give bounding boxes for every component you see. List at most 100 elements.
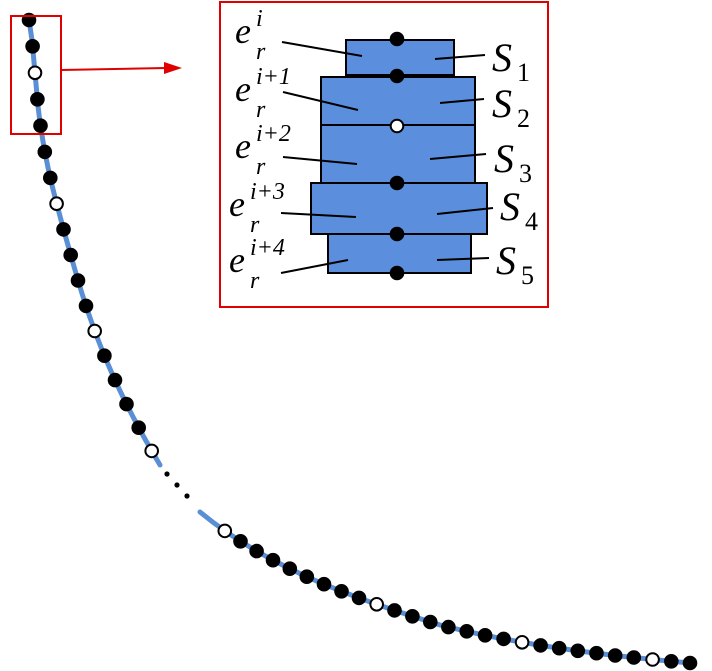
inset-node-filled	[389, 31, 405, 47]
edge-leader-5	[280, 259, 349, 274]
node-filled	[682, 655, 698, 671]
node-open	[369, 597, 385, 612]
segment-leader-2	[439, 98, 485, 104]
segment-label-sub: 1	[517, 58, 530, 87]
node-open	[144, 443, 159, 459]
edge-leader-1	[281, 41, 363, 57]
inset-node-filled	[389, 175, 405, 191]
callout-arrow-shaft	[60, 67, 167, 71]
curve-lower	[197, 509, 693, 666]
segment-label-sub: 4	[525, 207, 538, 236]
segment-label-sub: 2	[517, 104, 530, 133]
node-filled	[496, 631, 511, 647]
node-filled	[423, 614, 438, 630]
node-filled	[233, 534, 248, 549]
node-open	[514, 635, 530, 650]
segment-label-sub: 3	[519, 159, 532, 188]
node-filled	[37, 144, 53, 160]
node-filled	[387, 603, 402, 618]
node-open	[645, 652, 660, 667]
segment-leader-3	[429, 153, 487, 160]
node-filled	[570, 643, 586, 659]
edge-label-base: e	[229, 240, 245, 280]
node-open	[217, 523, 233, 539]
node-filled	[664, 654, 679, 669]
inset-node-open	[389, 118, 405, 134]
edge-leader-2	[282, 91, 359, 111]
segment-label-base: S	[500, 184, 520, 229]
node-filled	[43, 170, 58, 186]
node-filled	[131, 420, 146, 436]
edge-label-sup: i+1	[256, 64, 291, 90]
node-filled	[316, 576, 332, 592]
node-filled	[334, 584, 349, 599]
edge-label-sup: i+4	[250, 235, 285, 261]
edge-label-sub: r	[256, 39, 266, 65]
segment-leader-5	[436, 257, 490, 261]
segment-label-base: S	[492, 81, 512, 126]
node-filled	[97, 348, 112, 364]
node-filled	[265, 552, 281, 568]
segment-leader-4	[436, 207, 494, 215]
edge-label-sub: r	[250, 268, 260, 294]
node-filled	[626, 650, 642, 665]
node-filled	[351, 590, 367, 606]
node-filled	[33, 118, 48, 133]
node-filled	[249, 543, 264, 559]
edge-label-sub: r	[256, 154, 266, 180]
node-filled	[607, 648, 623, 663]
node-filled	[119, 396, 134, 412]
edge-label-sub: r	[256, 97, 266, 123]
node-filled	[63, 247, 78, 263]
node-filled	[551, 640, 567, 656]
edge-label-base: e	[229, 184, 245, 224]
callout-arrow-head	[164, 62, 182, 74]
ellipsis-dot	[184, 493, 190, 499]
node-filled	[56, 222, 71, 237]
node-open	[49, 196, 64, 211]
node-filled	[477, 628, 493, 643]
edge-label-sup: i	[256, 6, 263, 32]
edge-label-sup: i+2	[256, 121, 291, 147]
edge-leader-4	[280, 212, 357, 218]
node-filled	[282, 561, 298, 577]
edge-leader-3	[282, 156, 358, 165]
node-filled	[107, 372, 123, 388]
ellipsis-dot	[164, 471, 170, 477]
edge-label-base: e	[235, 69, 251, 109]
node-filled	[459, 624, 475, 639]
node-filled	[25, 39, 40, 54]
segment-3	[320, 124, 476, 184]
segment-label-base: S	[492, 35, 512, 80]
edge-label-base: e	[235, 126, 251, 166]
segment-4	[310, 182, 488, 235]
inset-node-filled	[389, 265, 405, 281]
node-filled	[299, 569, 315, 585]
curve-upper	[26, 17, 163, 468]
node-filled	[405, 609, 420, 624]
edge-label-sub: r	[250, 212, 260, 238]
segment-label-sub: 5	[521, 261, 534, 290]
highlight-box	[10, 15, 62, 135]
node-filled	[441, 619, 456, 635]
node-filled	[589, 645, 604, 661]
segment-leader-1	[434, 54, 486, 60]
inset-node-filled	[389, 68, 405, 84]
node-filled	[70, 273, 86, 288]
curve-layer	[21, 12, 698, 671]
ellipsis-dot	[174, 482, 180, 488]
node-filled	[533, 638, 548, 653]
node-filled	[30, 92, 45, 107]
edge-label-sup: i+3	[250, 179, 285, 205]
